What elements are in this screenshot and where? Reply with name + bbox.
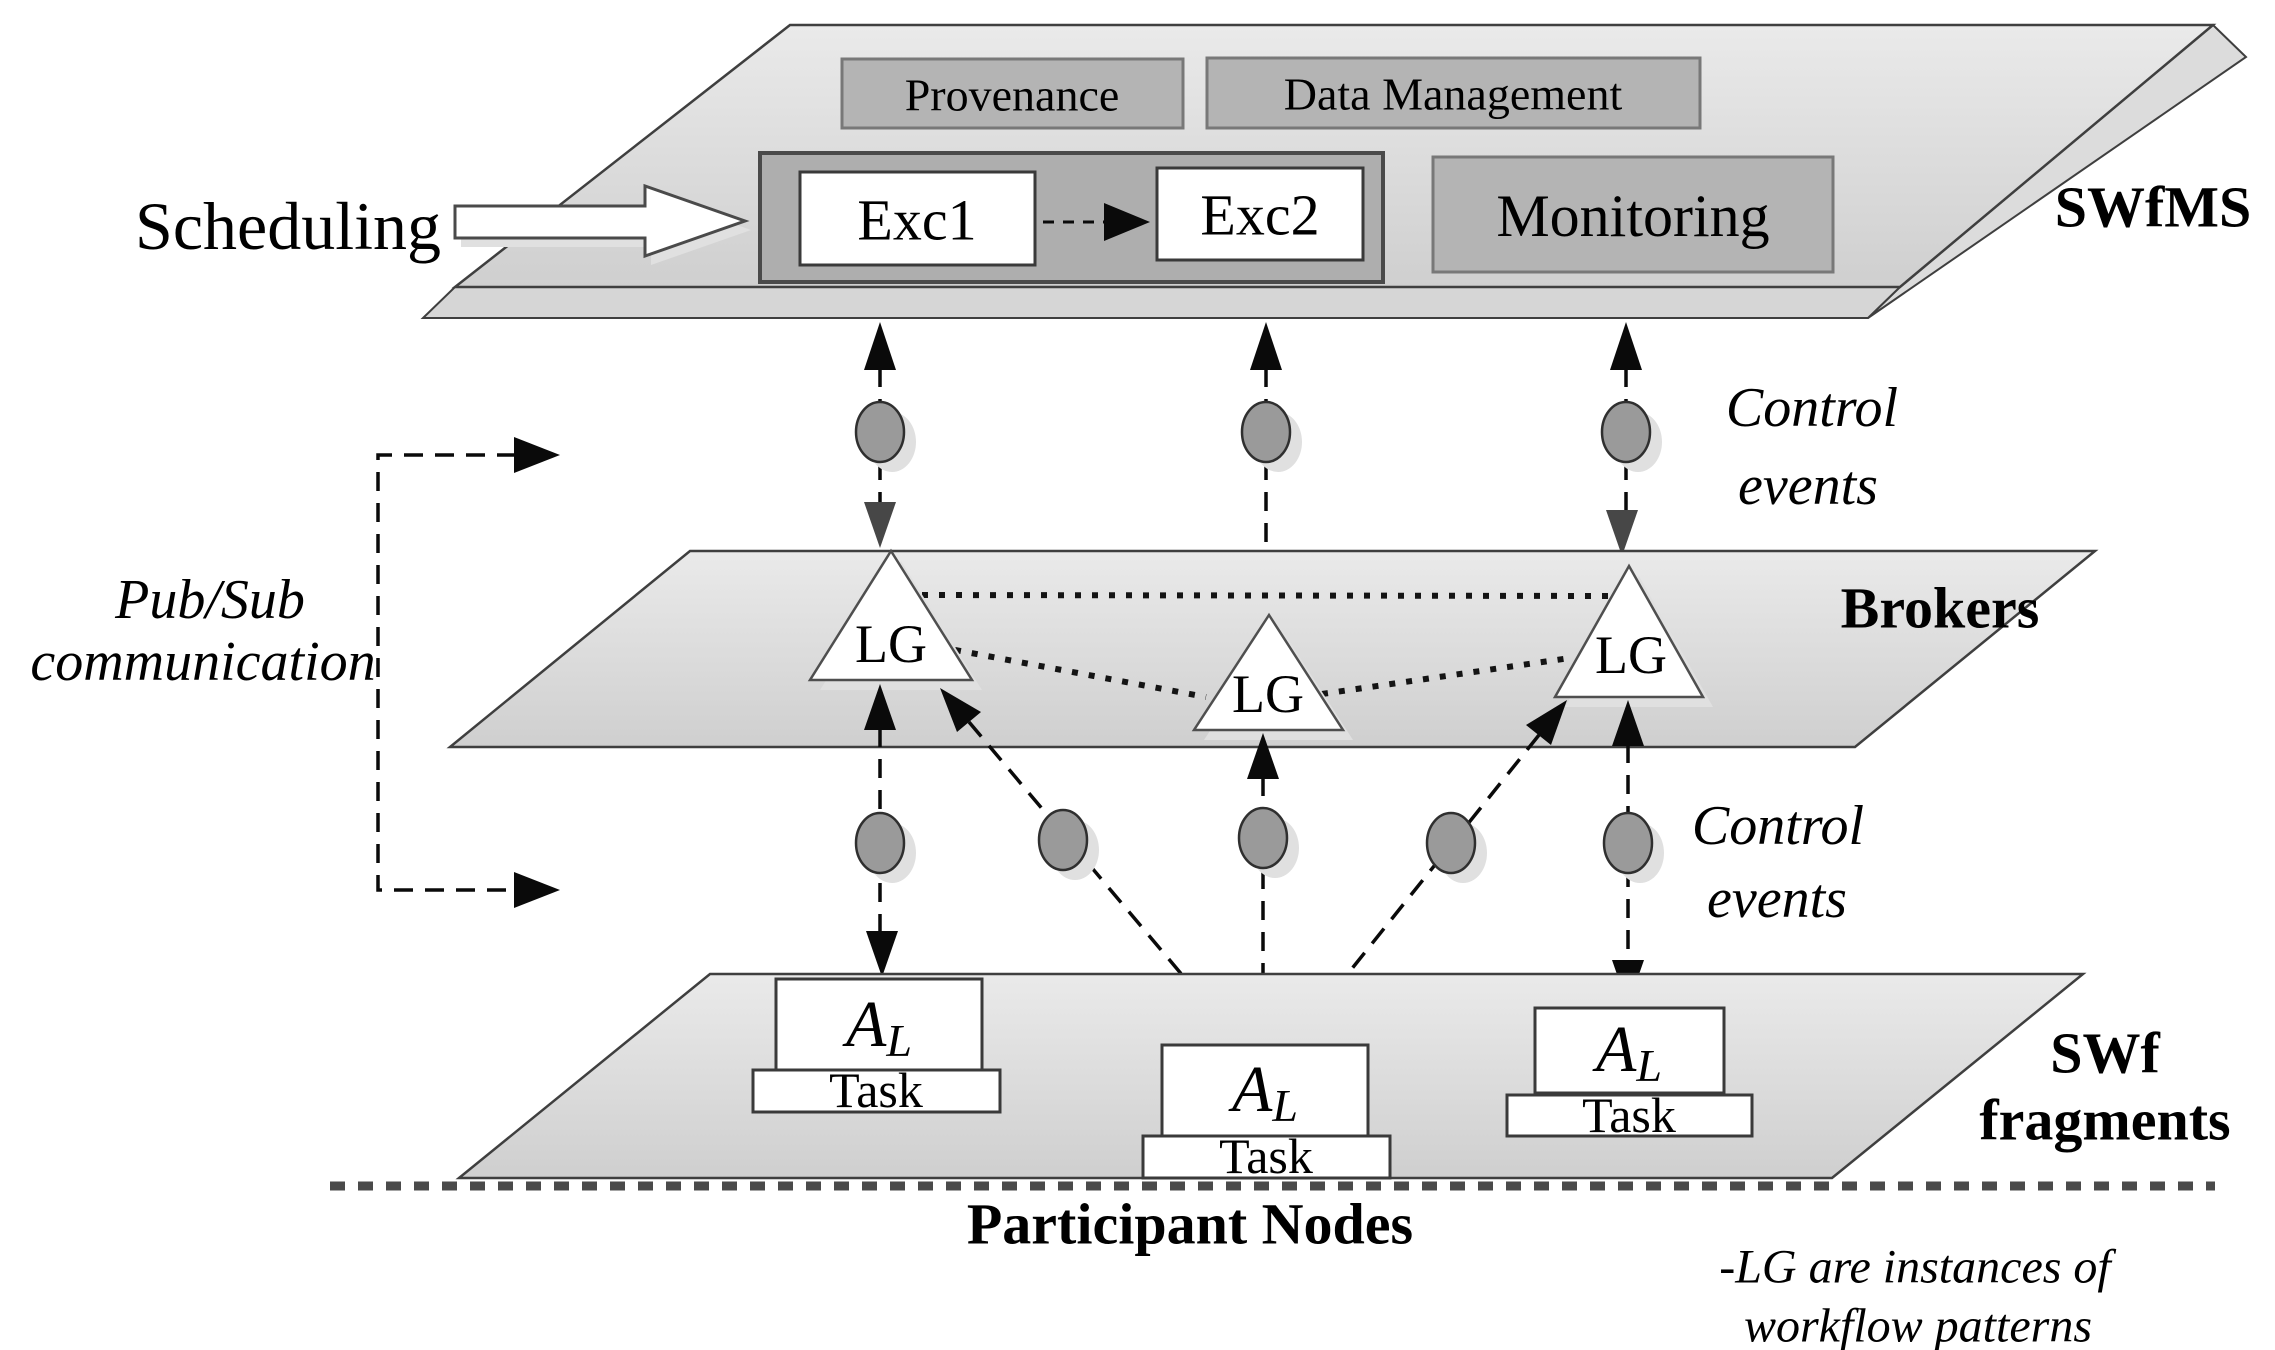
control-link-1-up-arrowhead (864, 322, 896, 370)
brokers-layer: Brokers LG LG LG (446, 548, 2099, 749)
lg3-up-arrowhead (1612, 700, 1644, 746)
lg-broker-2 (1191, 612, 1346, 732)
scheduling-block-arrow-icon (453, 183, 750, 259)
pubsub-label-line1: Pub/Sub (114, 569, 305, 631)
data-management-box (1205, 56, 1702, 130)
event-node-icon (1425, 811, 1477, 875)
lg1-diagonal-up-arrowhead (940, 688, 981, 732)
control-link-1-down-arrowhead (864, 502, 896, 548)
al-subscript: L (885, 1015, 912, 1066)
provenance-box (840, 57, 1185, 130)
control-events-top-label-line2: events (1738, 455, 1878, 517)
pubsub-annotation: Pub/Sub communication (30, 437, 560, 908)
control-link-2-up-arrowhead (1250, 322, 1282, 370)
pubsub-top-arrowhead (514, 437, 560, 473)
monitoring-label: Monitoring (1496, 183, 1769, 249)
task2-box (1141, 1134, 1392, 1180)
al1-label: AL (842, 988, 912, 1066)
fragments-layer-label-line1: SWf (2050, 1021, 2160, 1086)
al-letter: A (1592, 1013, 1637, 1086)
exc1-box (798, 170, 1037, 267)
provenance-label: Provenance (905, 70, 1120, 121)
lg-broker-1 (807, 548, 975, 682)
control-link-3-down-arrowhead (1606, 510, 1638, 556)
swfms-layer-label: SWfMS (2055, 175, 2252, 240)
control-link-3-up-arrowhead (1610, 322, 1642, 370)
event-node-icon (1240, 400, 1292, 464)
control-events-bottom-label-line1: Control (1692, 795, 1864, 857)
scheduling-label: Scheduling (135, 188, 441, 264)
event-node-icon (1037, 808, 1089, 872)
al-subscript: L (1271, 1080, 1298, 1131)
al-letter: A (1228, 1053, 1273, 1126)
lg3-diagonal-up-arrowhead (1526, 700, 1567, 745)
event-node-icon (1237, 806, 1289, 870)
data-management-label: Data Management (1284, 69, 1623, 120)
al-subscript: L (1635, 1040, 1662, 1091)
task2-label: Task (1219, 1128, 1313, 1184)
lg3-to-al2-diagonal-dashed-line (1320, 733, 1541, 1008)
task3-label: Task (1582, 1087, 1676, 1143)
lg-note-line1: -LG are instances of (1719, 1241, 2116, 1294)
exc1-to-exc2-arrowhead (1104, 203, 1150, 241)
fragments-layer: AL Task AL Task AL Task SWf fragments (455, 972, 2231, 1184)
pubsub-label-line2: communication (30, 631, 375, 693)
al1-box (774, 977, 984, 1072)
task1-label: Task (829, 1062, 923, 1118)
exc2-box (1155, 166, 1365, 262)
exc1-label: Exc1 (857, 188, 976, 253)
lg1-up-arrowhead (864, 684, 896, 730)
broker-network-dotted-line-3 (1321, 655, 1571, 697)
event-node-icon (1600, 400, 1652, 464)
swfms-plate-front-face (420, 286, 1903, 319)
footer: Participant Nodes -LG are instances of w… (330, 1181, 2215, 1350)
task3-box (1505, 1093, 1754, 1138)
swfms-layer: Provenance Data Management Exc1 Exc2 Mon… (135, 23, 2252, 319)
event-node-icon (854, 400, 906, 464)
task1-box (751, 1068, 1002, 1114)
lg2-up-arrowhead (1247, 733, 1279, 779)
lg-broker-3 (1552, 563, 1706, 699)
brokers-layer-label: Brokers (1841, 576, 2040, 641)
lg-broker-2-label: LG (1232, 664, 1304, 724)
al1-down-arrowhead (866, 931, 898, 977)
al3-box (1533, 1006, 1726, 1095)
monitoring-box (1431, 155, 1835, 274)
event-node-icon (1602, 811, 1654, 875)
participant-nodes-label: Participant Nodes (967, 1192, 1413, 1257)
al2-label: AL (1228, 1053, 1298, 1131)
pubsub-bracket-dashed-line (376, 453, 516, 892)
control-events-top-label-line1: Control (1726, 377, 1898, 439)
exc2-label: Exc2 (1200, 183, 1319, 248)
event-node-icon (854, 811, 906, 875)
fragments-layer-label-line2: fragments (1979, 1088, 2230, 1153)
pubsub-bottom-arrowhead (514, 872, 560, 908)
lg-broker-1-label: LG (855, 614, 927, 674)
control-events-bottom-label-line2: events (1707, 868, 1847, 930)
al-letter: A (842, 988, 887, 1061)
lg-note-line2: workflow patterns (1744, 1300, 2092, 1350)
al3-label: AL (1592, 1013, 1662, 1091)
broker-network-dotted-line-1 (921, 592, 1609, 599)
lg-broker-3-label: LG (1595, 625, 1667, 685)
